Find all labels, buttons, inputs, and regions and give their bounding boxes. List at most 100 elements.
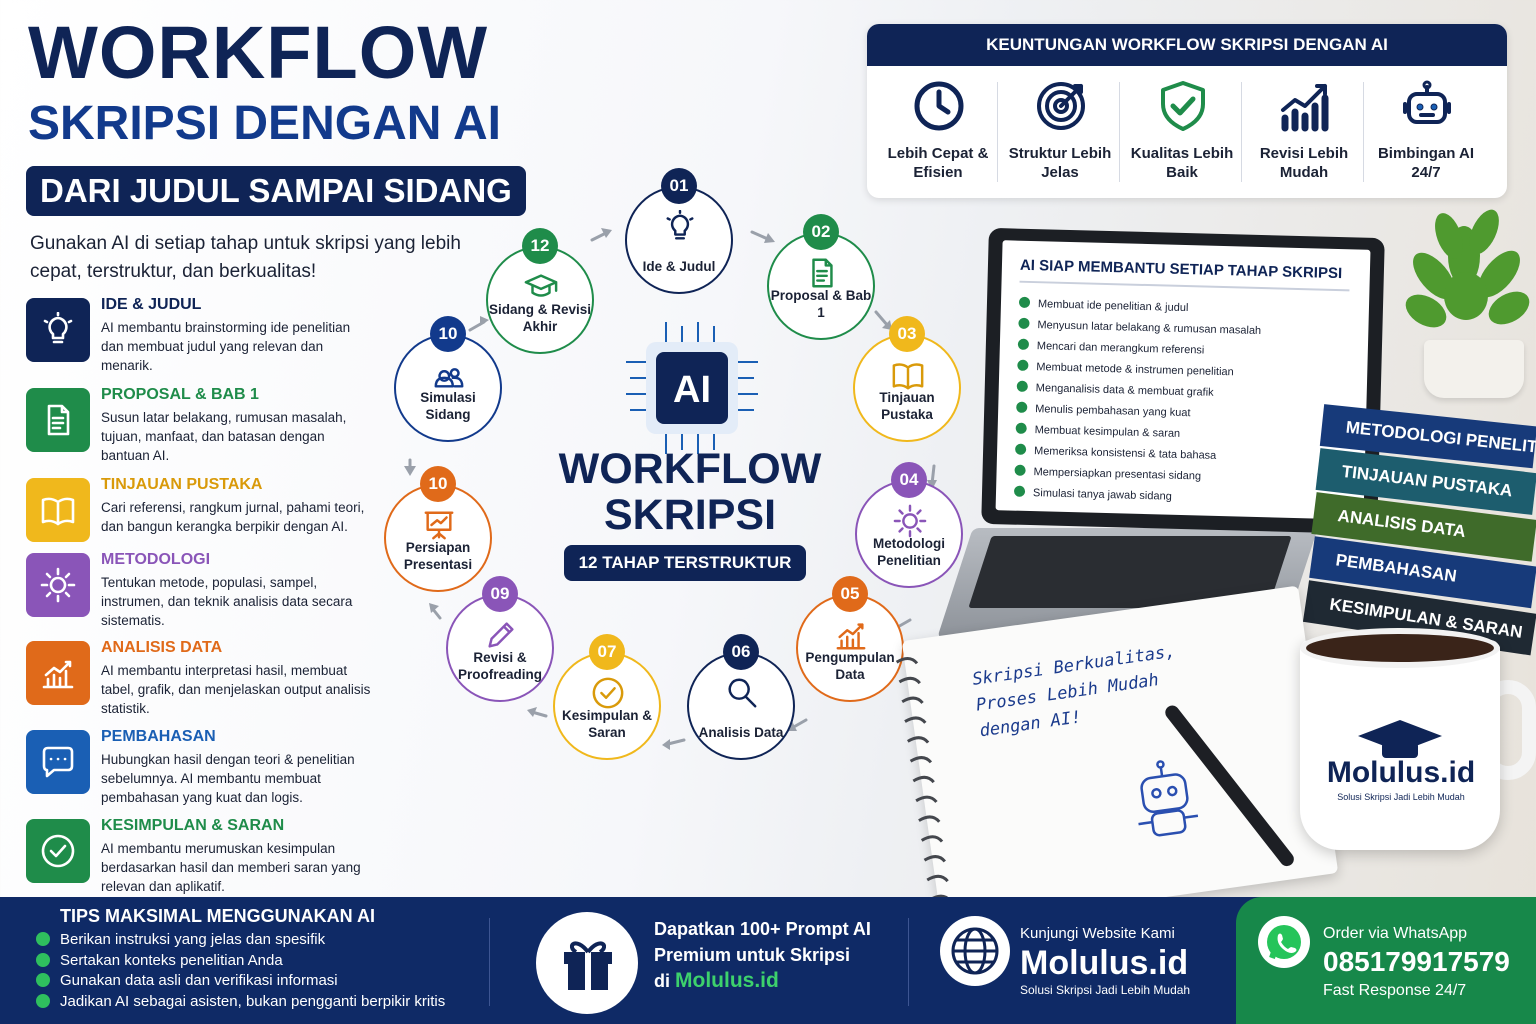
cycle-node-label: Metodologi Penelitian (873, 536, 945, 568)
cycle-center-pill: 12 TAHAP TERSTRUKTUR (564, 545, 806, 581)
cycle-node: Revisi & Proofreading (446, 594, 554, 702)
cycle-node: Pengumpulan Data (796, 594, 904, 702)
graduation-cap-icon (524, 274, 558, 297)
cycle-node: Metodologi Penelitian (855, 480, 963, 588)
benefit-divider (1241, 82, 1242, 182)
cycle-node-icon (805, 256, 839, 295)
ai-chip-icon: AI (626, 322, 758, 454)
cycle-node-number: 05 (832, 576, 868, 612)
check-icon (36, 973, 50, 987)
book-icon (41, 497, 75, 526)
tip-text: Berikan instruksi yang jelas dan spesifi… (60, 931, 326, 948)
tip-text: Jadikan AI sebagai asisten, bukan pengga… (60, 992, 446, 1010)
step-icon-tile (26, 730, 90, 794)
laptop-checklist-text: Menyusun latar belakang & rumusan masala… (1037, 319, 1262, 338)
tip-item: Sertakan konteks penelitian Anda (36, 952, 283, 969)
footer-divider (908, 918, 909, 1006)
book-icon (892, 363, 924, 390)
cycle-node: Proposal & Bab 1 (767, 232, 875, 340)
chart-icon (42, 660, 74, 689)
benefit-divider (997, 82, 998, 182)
mug-tagline: Solusi Skripsi Jadi Lebih Mudah (1337, 792, 1465, 802)
laptop-screen-header: AI SIAP MEMBANTU SETIAP TAHAP SKRIPSI (1019, 256, 1343, 283)
step-title: PROPOSAL & BAB 1 (101, 386, 259, 403)
laptop-checklist-item: Simulasi tanya jawab sidang (1013, 485, 1172, 503)
cycle-node-number: 06 (723, 634, 759, 670)
step-description: Tentukan metode, populasi, sampel, instr… (101, 575, 353, 628)
check-icon (36, 952, 50, 967)
whatsapp-note: Fast Response 24/7 (1323, 982, 1467, 999)
tips-title: TIPS MAKSIMAL MENGGUNAKAN AI (60, 906, 375, 926)
mug-coffee (1300, 628, 1500, 668)
benefit-item: Bimbingan AI 24/7 (1367, 80, 1485, 184)
step-title: PEMBAHASAN (101, 728, 216, 745)
check-circle-icon (41, 834, 75, 868)
step-icon-tile (26, 553, 90, 617)
step-title: KESIMPULAN & SARAN (101, 817, 285, 834)
checkmark-icon (1015, 443, 1027, 455)
cycle-node-icon (725, 676, 759, 715)
checkmark-icon (1018, 317, 1030, 329)
cycle-node-label: Ide & Judul (642, 259, 716, 274)
tip-item: Jadikan AI sebagai asisten, bukan pengga… (36, 993, 445, 1010)
cycle-node-number: 02 (803, 214, 839, 250)
promo-brand-link[interactable]: Molulus.id (675, 969, 779, 992)
laptop-checklist-item: Membuat ide penelitian & judul (1018, 296, 1189, 314)
check-icon (36, 993, 50, 1008)
plant-leaves-icon (1405, 209, 1530, 328)
benefits-panel: KEUNTUNGAN WORKFLOW SKRIPSI DENGAN AI Le… (867, 24, 1507, 198)
cycle-node-label: Proposal & Bab 1 (770, 288, 872, 320)
cycle-node-label: Persiapan Presentasi (403, 540, 473, 572)
cycle-node: Persiapan Presentasi (384, 484, 492, 592)
website-tagline: Solusi Skripsi Jadi Lebih Mudah (1020, 983, 1191, 997)
tip-text: Gunakan data asli dan verifikasi informa… (60, 972, 338, 989)
website-link[interactable]: Molulus.id (1020, 944, 1189, 982)
benefit-item: Kualitas Lebih Baik (1123, 80, 1241, 184)
cycle-center-title: WORKFLOW SKRIPSI (558, 445, 822, 539)
plant-pot (1424, 340, 1524, 398)
laptop-checklist-item: Menulis pembahasan yang kuat (1016, 401, 1191, 420)
laptop-checklist-item: Memeriksa konsistensi & tata bahasa (1015, 443, 1216, 462)
magnifier-icon (728, 678, 757, 708)
cycle-node-icon (893, 504, 927, 543)
laptop-checklist-item: Mencari dan merangkum referensi (1017, 338, 1205, 357)
chart-icon (836, 623, 866, 650)
laptop-checklist-text: Membuat kesimpulan & saran (1034, 424, 1181, 440)
cycle-node-icon (591, 676, 625, 715)
cycle-node: Sidang & Revisi Akhir (486, 246, 594, 354)
whatsapp-label: Order via WhatsApp (1323, 925, 1468, 942)
promo-text[interactable]: Dapatkan 100+ Prompt AI Premium untuk Sk… (654, 916, 884, 994)
whatsapp-icon (1267, 925, 1301, 959)
benefit-label: Bimbingan AI 24/7 (1377, 145, 1475, 181)
users-icon (434, 368, 464, 388)
cycle-node-icon (422, 508, 456, 547)
cycle-node-label: Analisis Data (698, 725, 784, 740)
checkmark-icon (1017, 359, 1029, 371)
step-title: TINJAUAN PUSTAKA (101, 476, 263, 493)
laptop-checklist-text: Menulis pembahasan yang kuat (1035, 403, 1191, 420)
whatsapp-number[interactable]: 085179917579 (1323, 946, 1510, 977)
document-icon (47, 404, 70, 436)
subtitle-banner: DARI JUDUL SAMPAI SIDANG (26, 166, 526, 216)
laptop-checklist-text: Membuat metode & instrumen penelitian (1036, 361, 1234, 379)
globe-icon-circle (940, 916, 1010, 986)
gift-icon (564, 941, 612, 990)
main-title: WORKFLOW (28, 11, 489, 94)
benefit-label: Struktur Lebih Jelas (1008, 145, 1112, 181)
laptop-checklist-text: Menganalisis data & membuat grafik (1035, 382, 1214, 399)
cycle-node-label: Pengumpulan Data (805, 650, 895, 682)
benefit-label: Lebih Cepat & Efisien (887, 145, 989, 181)
gear-icon (40, 567, 76, 603)
clock-icon (914, 81, 964, 131)
checkmark-icon (1016, 401, 1028, 413)
promo-line-3: di Molulus.id (654, 968, 884, 994)
benefits-header: KEUNTUNGAN WORKFLOW SKRIPSI DENGAN AI (867, 24, 1507, 66)
cycle-node: Ide & Judul (625, 186, 733, 294)
footer-divider (489, 918, 490, 1006)
checkmark-icon (1015, 422, 1027, 434)
checkmark-icon (1013, 485, 1026, 497)
target-icon (1037, 82, 1085, 130)
